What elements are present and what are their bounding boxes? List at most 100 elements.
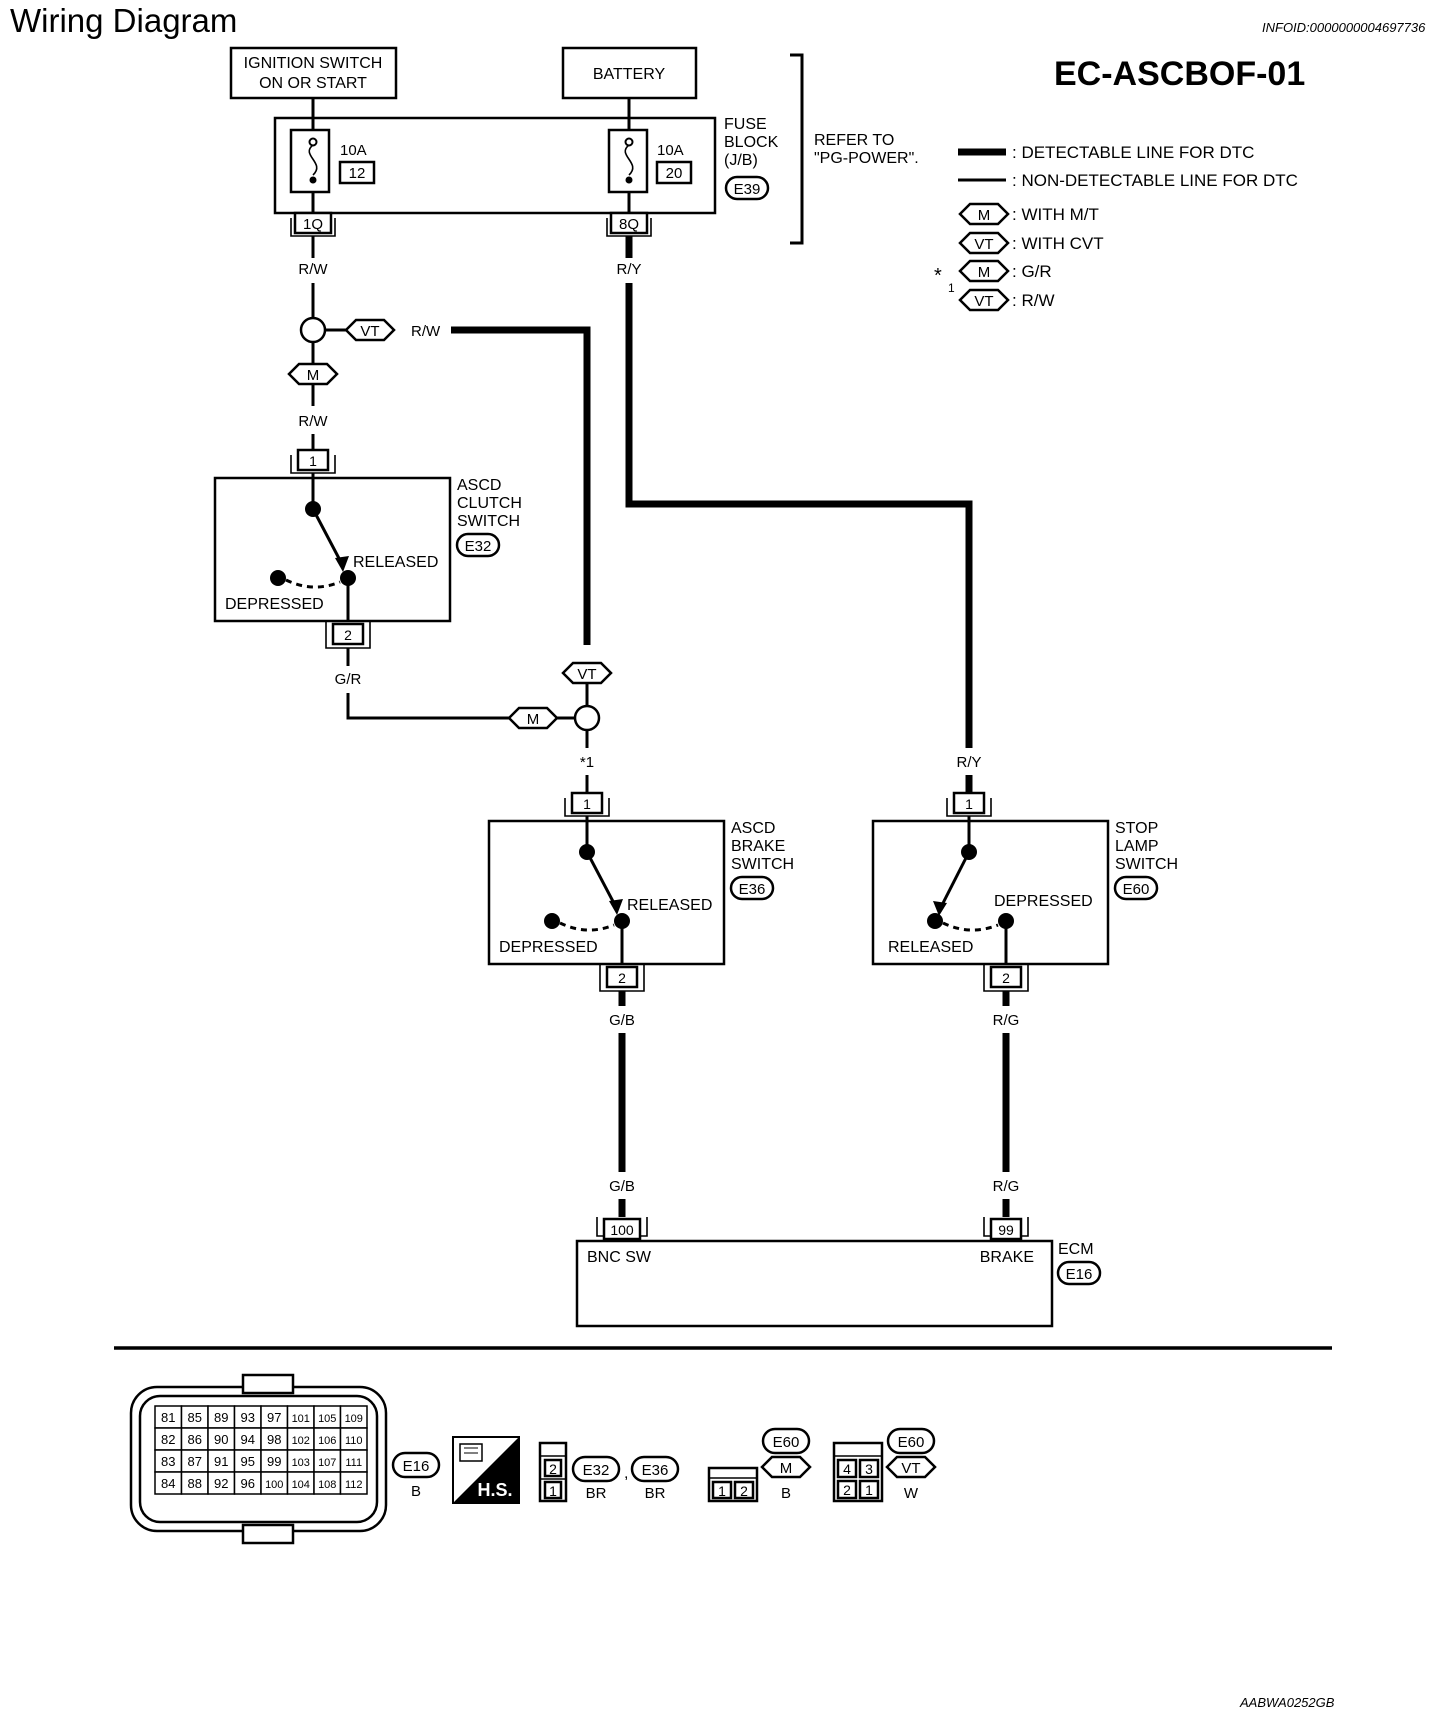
wire-star1-label: *1 [580,754,594,771]
svg-text:2: 2 [1002,970,1010,986]
svg-text:1: 1 [309,453,317,469]
legend-star-sub: 1 [948,281,955,295]
clutch-released-label: RELEASED [353,554,438,571]
e16-pin-number: 103 [292,1457,310,1469]
e16-pin-number: 82 [161,1432,175,1447]
wire-rg-label-top: R/G [993,1012,1020,1029]
svg-text:E16: E16 [403,1458,430,1475]
svg-text:H.S.: H.S. [477,1480,512,1500]
clutch-switch-name-1: ASCD [457,477,501,494]
brake-switch-pin2: 2 [599,964,645,992]
e16-pin-number: 96 [241,1476,255,1491]
svg-text:100: 100 [610,1222,634,1238]
legend-detectable-text: : DETECTABLE LINE FOR DTC [1012,143,1254,162]
svg-text:4: 4 [843,1461,851,1477]
svg-text:2: 2 [618,970,626,986]
info-id: INFOID:0000000004697736 [1262,20,1426,35]
fuse-20 [607,128,649,194]
svg-text:2: 2 [740,1483,748,1499]
wire-gb-label-bottom: G/B [609,1178,635,1195]
connector-tag-e60-m: M [760,1455,812,1479]
terminal-1q: 1Q [290,211,336,237]
e16-pin-number: 110 [345,1435,363,1447]
svg-text:1: 1 [583,796,591,812]
svg-text:8Q: 8Q [619,216,639,233]
fuse-12 [289,128,331,194]
brake-depressed-label: DEPRESSED [499,939,598,956]
connector-tag-e32 [455,532,501,558]
connector-e60-cvt-face: 4 3 2 1 [832,1441,884,1503]
svg-text:3: 3 [865,1461,873,1477]
clutch-switch-pin1: 1 [290,448,336,474]
refer-bracket [790,53,804,245]
refer-label-1: REFER TO [814,132,894,149]
splice-top [299,316,327,344]
e16-pin-number: 93 [241,1410,255,1425]
e16-pin-number: 101 [292,1413,310,1425]
connector-tag-e60-cvt [886,1427,936,1455]
stop-lamp-depressed-label: DEPRESSED [994,893,1093,910]
svg-text:M: M [978,207,991,224]
legend-star-vt-text: : R/W [1012,291,1055,310]
ignition-switch-box [229,46,398,100]
clutch-switch-name-3: SWITCH [457,513,520,530]
svg-text:E32: E32 [465,538,492,555]
connector-tag-e39-text: E39 [734,181,761,198]
wire-ry-label-bottom: R/Y [956,754,981,771]
stop-lamp-switch-name-3: SWITCH [1115,856,1178,873]
e16-pin-number: 92 [214,1476,228,1491]
brake-released-label: RELEASED [627,897,712,914]
svg-text:VT: VT [974,236,993,253]
stop-lamp-released-label: RELEASED [888,939,973,956]
battery-label: BATTERY [593,66,666,83]
wire-tag-vt-mid: VT [561,661,613,685]
ignition-switch-label-1: IGNITION SWITCH [244,55,383,72]
stop-lamp-switch-box [871,819,1110,966]
e16-pin-number: 95 [241,1454,255,1469]
svg-text:2: 2 [549,1461,557,1477]
wire-rw-label-mid: R/W [298,413,328,430]
wire-gr-label: G/R [335,671,362,688]
fuse-12-number: 12 [349,165,366,182]
e16-pin-number: 108 [318,1479,336,1491]
svg-text:1: 1 [549,1483,557,1499]
stop-lamp-switch-name-2: LAMP [1115,838,1159,855]
e16-pin-number: 100 [265,1479,283,1491]
legend-m-text: : WITH M/T [1012,205,1099,224]
e16-pin-number: 83 [161,1454,175,1469]
refer-label-2: "PG-POWER". [814,150,919,167]
wire-ry-thick [625,283,973,748]
ecm-pin-100: 100 [596,1217,648,1241]
e16-pin-number: 109 [345,1413,363,1425]
stop-lamp-switch-pin2: 2 [983,964,1029,992]
svg-text:2: 2 [843,1482,851,1498]
connector-e60-mt-face: 1 2 [707,1466,759,1503]
connector-tag-e16 [1056,1260,1102,1286]
svg-text:VT: VT [901,1460,920,1477]
clutch-depressed-label: DEPRESSED [225,596,324,613]
e16-pin-number: 91 [214,1454,228,1469]
e16-pin-number: 89 [214,1410,228,1425]
e32-color: BR [586,1485,607,1502]
legend-star: * [934,265,942,287]
svg-text:1Q: 1Q [303,216,323,233]
stop-lamp-switch-name-1: STOP [1115,820,1158,837]
e36-color: BR [645,1485,666,1502]
splice-mid [573,704,601,732]
connector-tag-e36-lower [630,1455,680,1483]
ecm-name: ECM [1058,1241,1094,1258]
e16-pin-number: 112 [345,1479,363,1491]
e16-pin-number: 88 [188,1476,202,1491]
e16-pin-number: 111 [345,1457,362,1469]
e16-pin-number: 85 [188,1410,202,1425]
e60-mt-color: B [781,1485,791,1502]
wire-ry-label-top: R/Y [616,261,641,278]
ecm-pin-right-label: BRAKE [980,1249,1034,1266]
wire-rw-vt-thick [451,326,591,645]
legend-star-m-tag: M [958,259,1010,283]
diagram-code: EC-ASCBOF-01 [1054,55,1305,93]
connector-tag-e32-lower [571,1455,621,1483]
fuse-20-rating: 10A [657,142,684,159]
svg-text:M: M [780,1460,793,1477]
